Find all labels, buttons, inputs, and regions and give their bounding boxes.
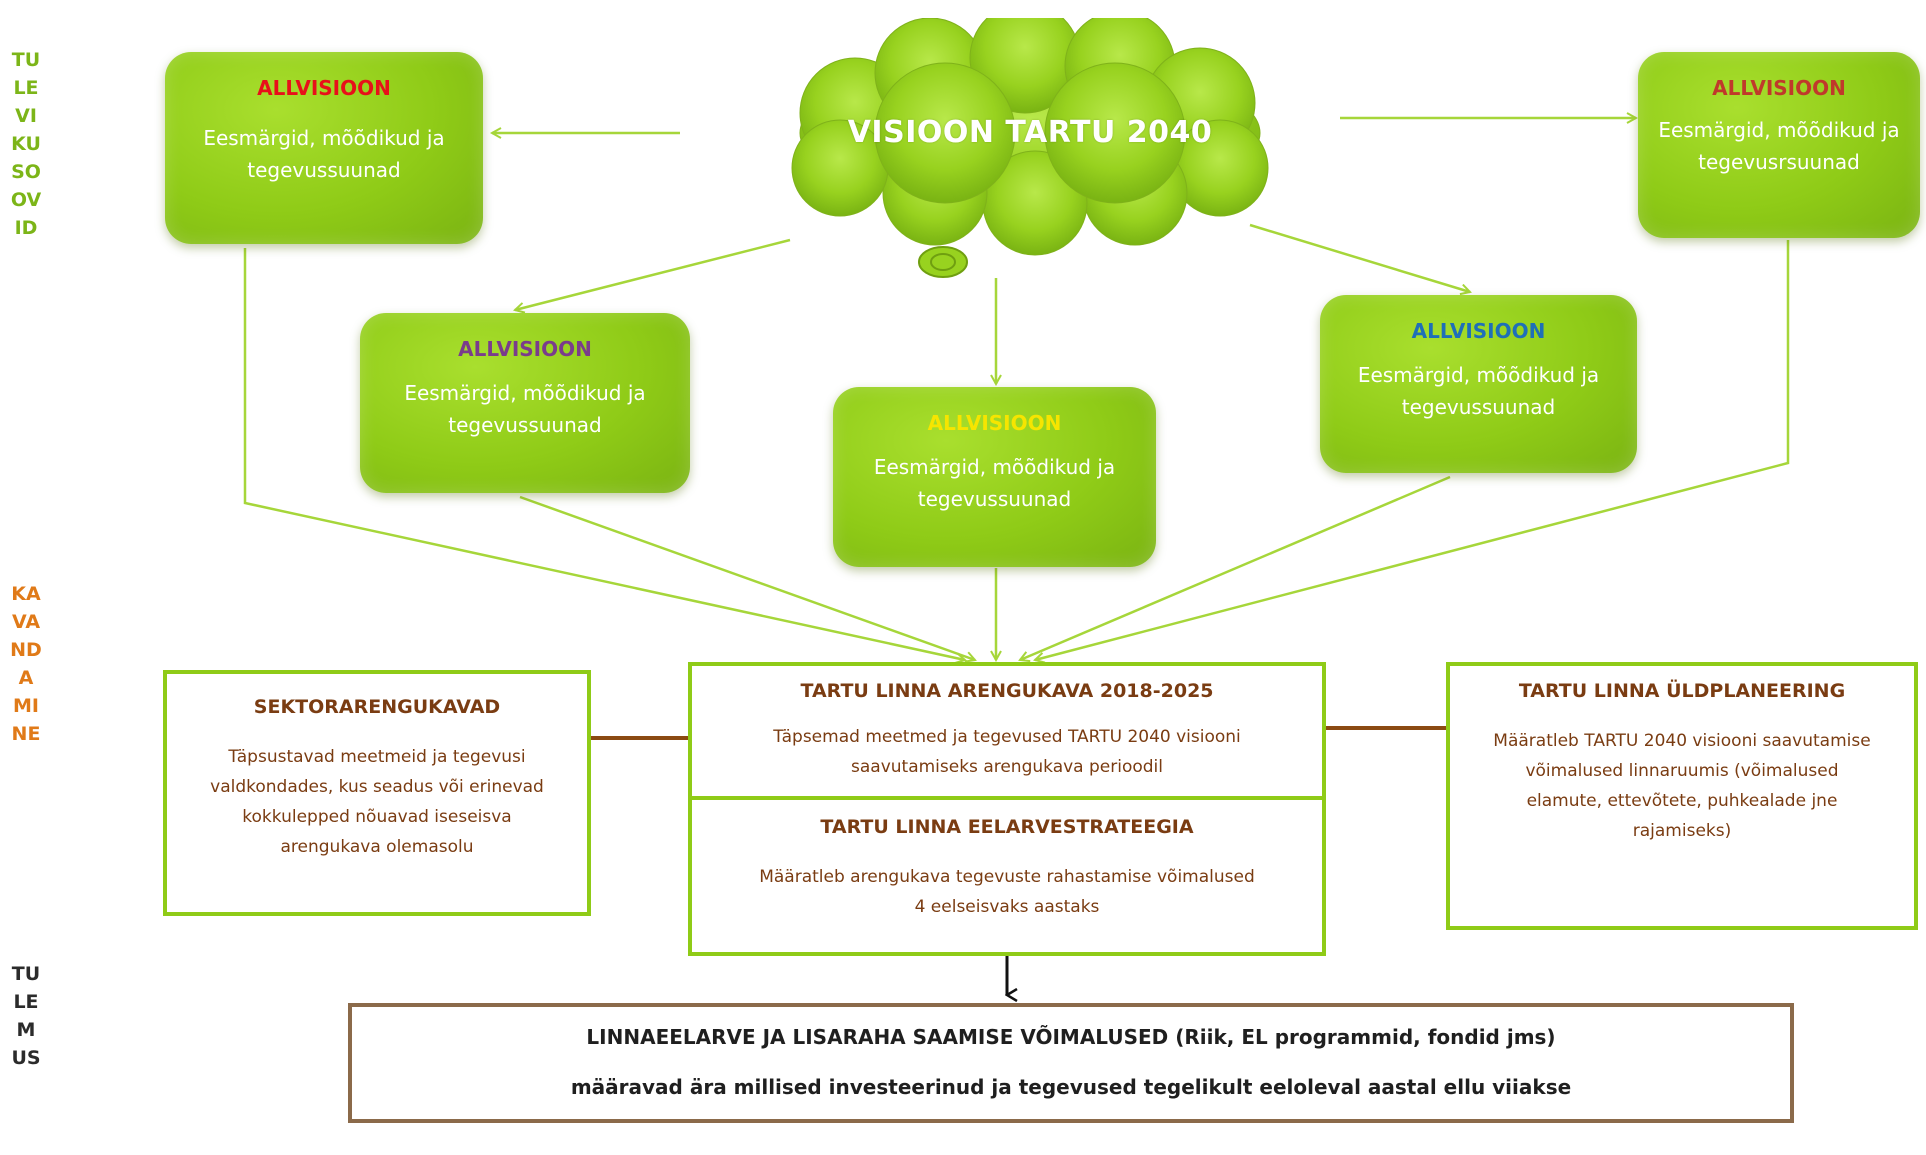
arrow-sub2-to-plan: [519, 495, 975, 660]
sector-plans-box: SEKTORARENGUKAVAD Täpsustavad meetmeid j…: [163, 670, 591, 916]
arrow-sub5-to-plan: [1035, 240, 1790, 660]
sub-vision-title: ALLVISIOON: [1712, 76, 1846, 100]
development-plan-text: Täpsemad meetmed ja tegevused TARTU 2040…: [773, 727, 1241, 777]
cloud-tail: [918, 246, 968, 278]
result-line-1: LINNAEELARVE JA LISARAHA SAAMISE VÕIMALU…: [586, 1025, 1556, 1049]
arrow-cloud-to-sub2: [515, 238, 791, 310]
sub-vision-5: ALLVISIOON Eesmärgid, mõõdikud ja tegevu…: [1638, 52, 1920, 238]
sub-vision-title: ALLVISIOON: [1411, 319, 1546, 343]
arrow-sub4-to-plan: [1020, 475, 1451, 660]
sub-vision-text: Eesmärgid, mõõdikud ja tegevussuunad: [203, 126, 445, 182]
sector-plans-title: SEKTORARENGUKAVAD: [253, 696, 501, 718]
sub-vision-4: ALLVISIOON Eesmärgid, mõõdikud ja tegevu…: [1320, 295, 1637, 473]
sub-vision-title: ALLVISIOON: [257, 76, 391, 100]
budget-strategy-box: TARTU LINNA EELARVESTRATEEGIA Määratleb …: [688, 796, 1326, 956]
sub-vision-text: Eesmärgid, mõõdikud ja tegevussuunad: [404, 381, 646, 437]
arrow-cloud-to-sub4: [1249, 223, 1470, 292]
vision-cloud: [791, 18, 1269, 278]
sub-vision-text: Eesmärgid, mõõdikud ja tegevussuunad: [1357, 363, 1600, 419]
master-plan-text: Määratleb TARTU 2040 visiooni saavutamis…: [1493, 731, 1871, 841]
side-label-text: TULEVIKUSOOVID: [10, 49, 42, 239]
development-plan-title: TARTU LINNA ARENGUKAVA 2018-2025: [800, 680, 1214, 702]
sub-vision-3: ALLVISIOON Eesmärgid, mõõdikud ja tegevu…: [833, 387, 1156, 567]
side-label-text: TULEMUS: [11, 963, 41, 1069]
development-plan-box: TARTU LINNA ARENGUKAVA 2018-2025 Täpsema…: [688, 662, 1326, 800]
sub-vision-1: ALLVISIOON Eesmärgid, mõõdikud ja tegevu…: [165, 52, 483, 244]
side-label-kavandamine: KAVANDAMINE: [10, 580, 42, 748]
sub-vision-2: ALLVISIOON Eesmärgid, mõõdikud ja tegevu…: [360, 313, 690, 493]
sub-vision-title: ALLVISIOON: [458, 337, 592, 361]
sector-plans-text: Täpsustavad meetmeid ja tegevusi valdkon…: [210, 747, 544, 857]
master-plan-title: TARTU LINNA ÜLDPLANEERING: [1518, 680, 1846, 702]
arrow-sub1-to-plan: [243, 248, 965, 660]
master-plan-box: TARTU LINNA ÜLDPLANEERING Määratleb TART…: [1446, 662, 1918, 930]
side-label-tulevikusoovid: TULEVIKUSOOVID: [10, 46, 42, 242]
side-label-tulemus: TULEMUS: [10, 960, 42, 1072]
side-label-text: KAVANDAMINE: [10, 583, 42, 745]
sub-vision-text: Eesmärgid, mõõdikud ja tegevussuunad: [873, 455, 1116, 511]
result-line-2: määravad ära millised investeerinud ja t…: [570, 1075, 1572, 1099]
vision-title: VISIOON TARTU 2040: [847, 115, 1213, 150]
budget-strategy-text: Määratleb arengukava tegevuste rahastami…: [759, 867, 1255, 917]
result-box: LINNAEELARVE JA LISARAHA SAAMISE VÕIMALU…: [348, 1003, 1794, 1123]
budget-strategy-title: TARTU LINNA EELARVESTRATEEGIA: [820, 816, 1194, 838]
sub-vision-text: Eesmärgid, mõõdikud ja tegevusrsuunad: [1658, 118, 1900, 174]
sub-vision-title: ALLVISIOON: [927, 411, 1062, 435]
